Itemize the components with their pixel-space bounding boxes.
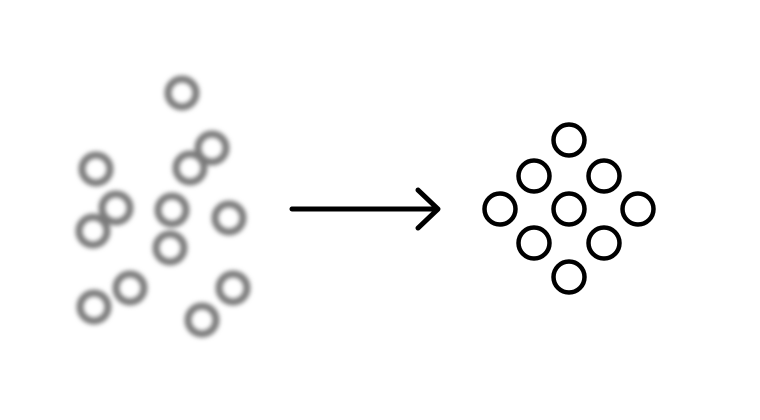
- blurred-ring-icon: [112, 270, 148, 306]
- blurred-ring-icon: [172, 150, 208, 186]
- ring-icon: [516, 225, 552, 261]
- ring-icon: [551, 259, 587, 295]
- blurred-ring-icon: [75, 213, 111, 249]
- arrow-right-icon: [289, 187, 441, 231]
- ring-icon: [482, 191, 518, 227]
- blurred-ring-icon: [194, 130, 230, 166]
- scattered-rings-cluster: [75, 75, 251, 338]
- ring-icon: [620, 191, 656, 227]
- blurred-ring-icon: [76, 289, 112, 325]
- blurred-ring-icon: [164, 75, 200, 111]
- blurred-ring-icon: [215, 270, 251, 306]
- ring-icon: [586, 225, 622, 261]
- blurred-ring-icon: [152, 230, 188, 266]
- blurred-ring-icon: [184, 302, 220, 338]
- ring-icon: [516, 158, 552, 194]
- ring-icon: [551, 191, 587, 227]
- ring-icon: [551, 122, 587, 158]
- ring-icon: [586, 158, 622, 194]
- blurred-ring-icon: [78, 151, 114, 187]
- arrow-head: [415, 187, 441, 231]
- blurred-ring-icon: [211, 200, 247, 236]
- ordered-rings-diamond: [482, 122, 656, 295]
- blurred-ring-icon: [98, 190, 134, 226]
- blurred-ring-icon: [154, 192, 190, 228]
